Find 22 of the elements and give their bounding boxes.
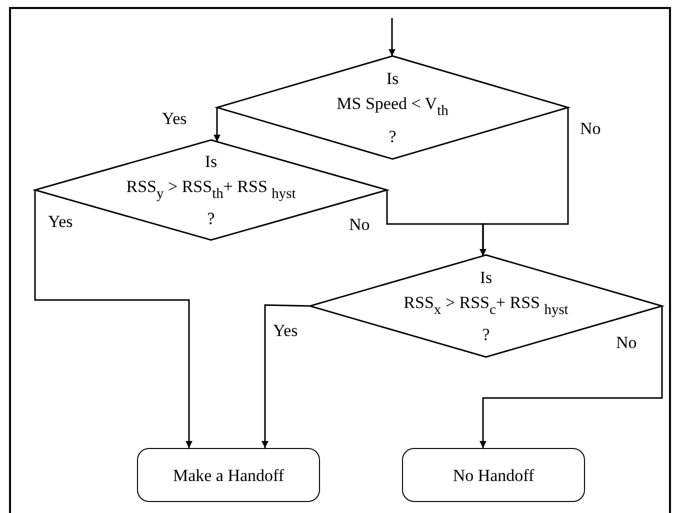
decision-text: RSS$_{x}$ > RSS$_{c}$+ RSS $_{hyst}$ — [404, 292, 568, 320]
decision-text: ? — [482, 324, 490, 346]
decision-diamond — [217, 56, 568, 159]
decision-text: Is — [480, 266, 492, 289]
decision-diamond — [35, 140, 387, 240]
arrow — [386, 190, 486, 256]
decision-diamond — [310, 255, 662, 357]
decision-text: Is — [386, 68, 399, 90]
decision-text: ? — [207, 208, 215, 230]
terminal-box — [137, 448, 320, 502]
decision-text: RSS$_{y}$ > RSS$_{th}$+ RSS $_{hyst}$ — [126, 176, 296, 204]
decision-text: ? — [388, 126, 396, 148]
decision-text: MS Speed < V$_{th}$ — [336, 93, 448, 121]
terminal-text: Make a Handoff — [172, 464, 284, 486]
terminal-text: No Handoff — [452, 464, 534, 486]
arrow — [480, 306, 663, 448]
arrow — [214, 108, 220, 142]
arrow — [388, 18, 396, 56]
decision-text: Is — [204, 150, 218, 173]
arrow — [262, 304, 310, 448]
terminal-box — [402, 448, 585, 502]
arrow — [34, 190, 192, 448]
